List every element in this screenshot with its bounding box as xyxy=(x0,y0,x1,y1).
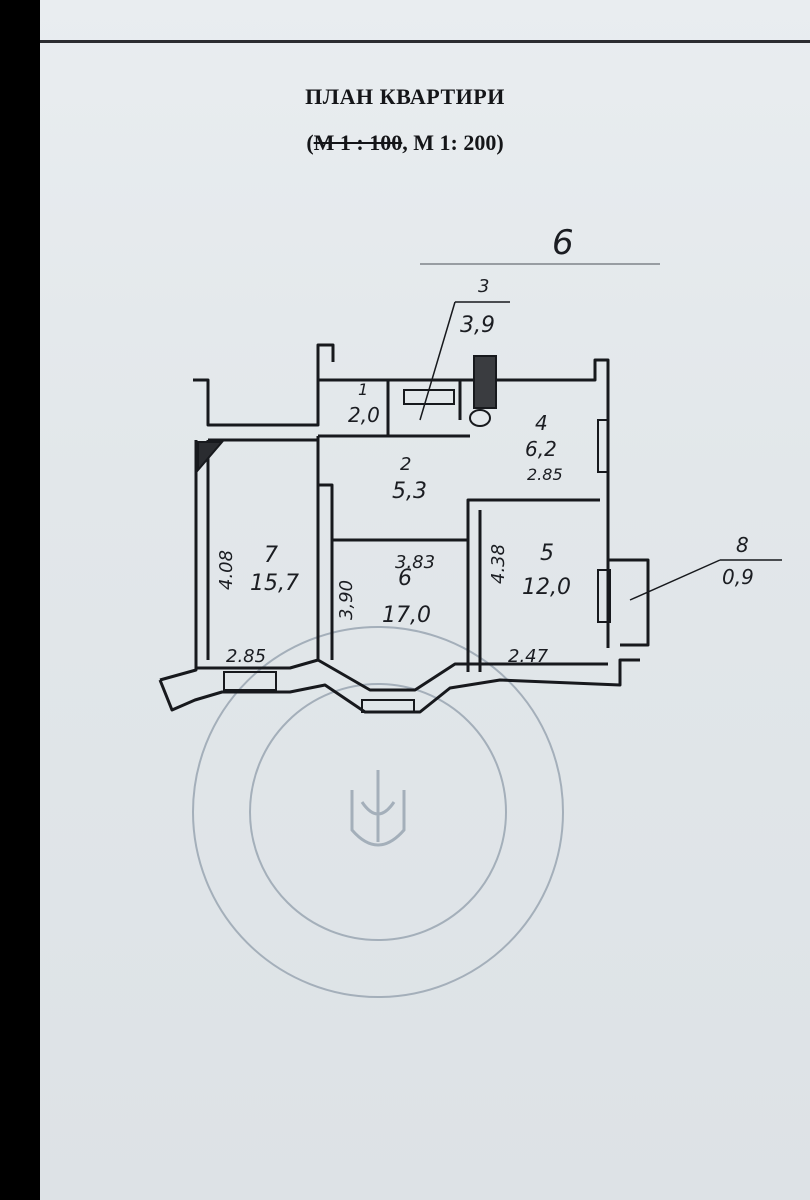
fixtures xyxy=(197,355,611,713)
dim-room4-width: 2.85 xyxy=(527,465,563,484)
room-3-area: 3,9 xyxy=(460,313,495,338)
dim-room5-width: 2.47 xyxy=(508,646,549,667)
room-4-number: 4 xyxy=(535,411,548,435)
dim-room7-height: 4.08 xyxy=(216,550,237,590)
dim-room6-height: 3,90 xyxy=(336,580,357,620)
leader-lines xyxy=(419,301,782,601)
leader-room-3 xyxy=(419,301,510,421)
room-5-area: 12,0 xyxy=(522,575,571,600)
floor-plan-drawing: 1 2,0 2 5,3 3 3,9 4 6,2 5 12,0 6 17,0 7 … xyxy=(158,223,782,998)
dim-room5-height: 4.38 xyxy=(488,544,509,584)
stamp-outer-ring xyxy=(192,626,564,998)
scale-separator: , xyxy=(402,130,414,155)
chimney-block xyxy=(473,355,497,409)
top-rule-line xyxy=(40,40,810,43)
room-2-area: 5,3 xyxy=(392,479,427,504)
scale-active: М 1: 200 xyxy=(413,130,497,155)
room-7-number: 7 xyxy=(264,543,278,568)
window-left xyxy=(223,671,277,691)
room-1-number: 1 xyxy=(358,380,368,399)
room-2-number: 2 xyxy=(400,454,411,475)
leader-room-8 xyxy=(629,559,782,601)
window-center xyxy=(361,699,415,713)
room-5-number: 5 xyxy=(540,541,554,566)
toilet-icon xyxy=(469,409,491,427)
wall-left-outer xyxy=(159,440,198,682)
room-6-area: 17,0 xyxy=(382,603,431,628)
dim-room7-width: 2.85 xyxy=(226,646,266,667)
scale-line: (М 1 : 100, М 1: 200) xyxy=(40,130,770,156)
wall-corridor xyxy=(208,436,600,660)
stove-corner xyxy=(197,441,225,473)
room-8-area: 0,9 xyxy=(722,565,754,589)
document-sheet: ПЛАН КВАРТИРИ (М 1 : 100, М 1: 200) xyxy=(40,0,810,1200)
balcony-wall xyxy=(608,558,650,647)
room-1-area: 2,0 xyxy=(348,403,380,427)
trident-emblem-icon xyxy=(350,770,406,847)
window-right-wall xyxy=(597,419,609,473)
room-7-area: 15,7 xyxy=(250,571,299,596)
plan-title: ПЛАН КВАРТИРИ xyxy=(305,84,505,109)
room-6-number: 6 xyxy=(398,566,412,591)
room-3-number: 3 xyxy=(478,276,489,297)
wall-entry-left xyxy=(193,343,335,427)
wall-bottom-inner xyxy=(196,658,608,692)
room-4-area: 6,2 xyxy=(525,437,557,461)
wall-wc xyxy=(386,380,462,436)
room-8-number: 8 xyxy=(736,533,749,557)
scale-open-paren: ( xyxy=(306,130,314,155)
scale-close-paren: ) xyxy=(496,130,504,155)
stamp-seal xyxy=(192,626,564,998)
stamp-inner-ring xyxy=(249,683,507,941)
handwritten-number-mark: 6 xyxy=(552,223,574,263)
window-balcony xyxy=(597,569,611,623)
wall-corridor-inner xyxy=(330,510,482,672)
scale-struck: М 1 : 100 xyxy=(313,130,403,155)
dim-room6-width: 3.83 xyxy=(395,552,435,573)
